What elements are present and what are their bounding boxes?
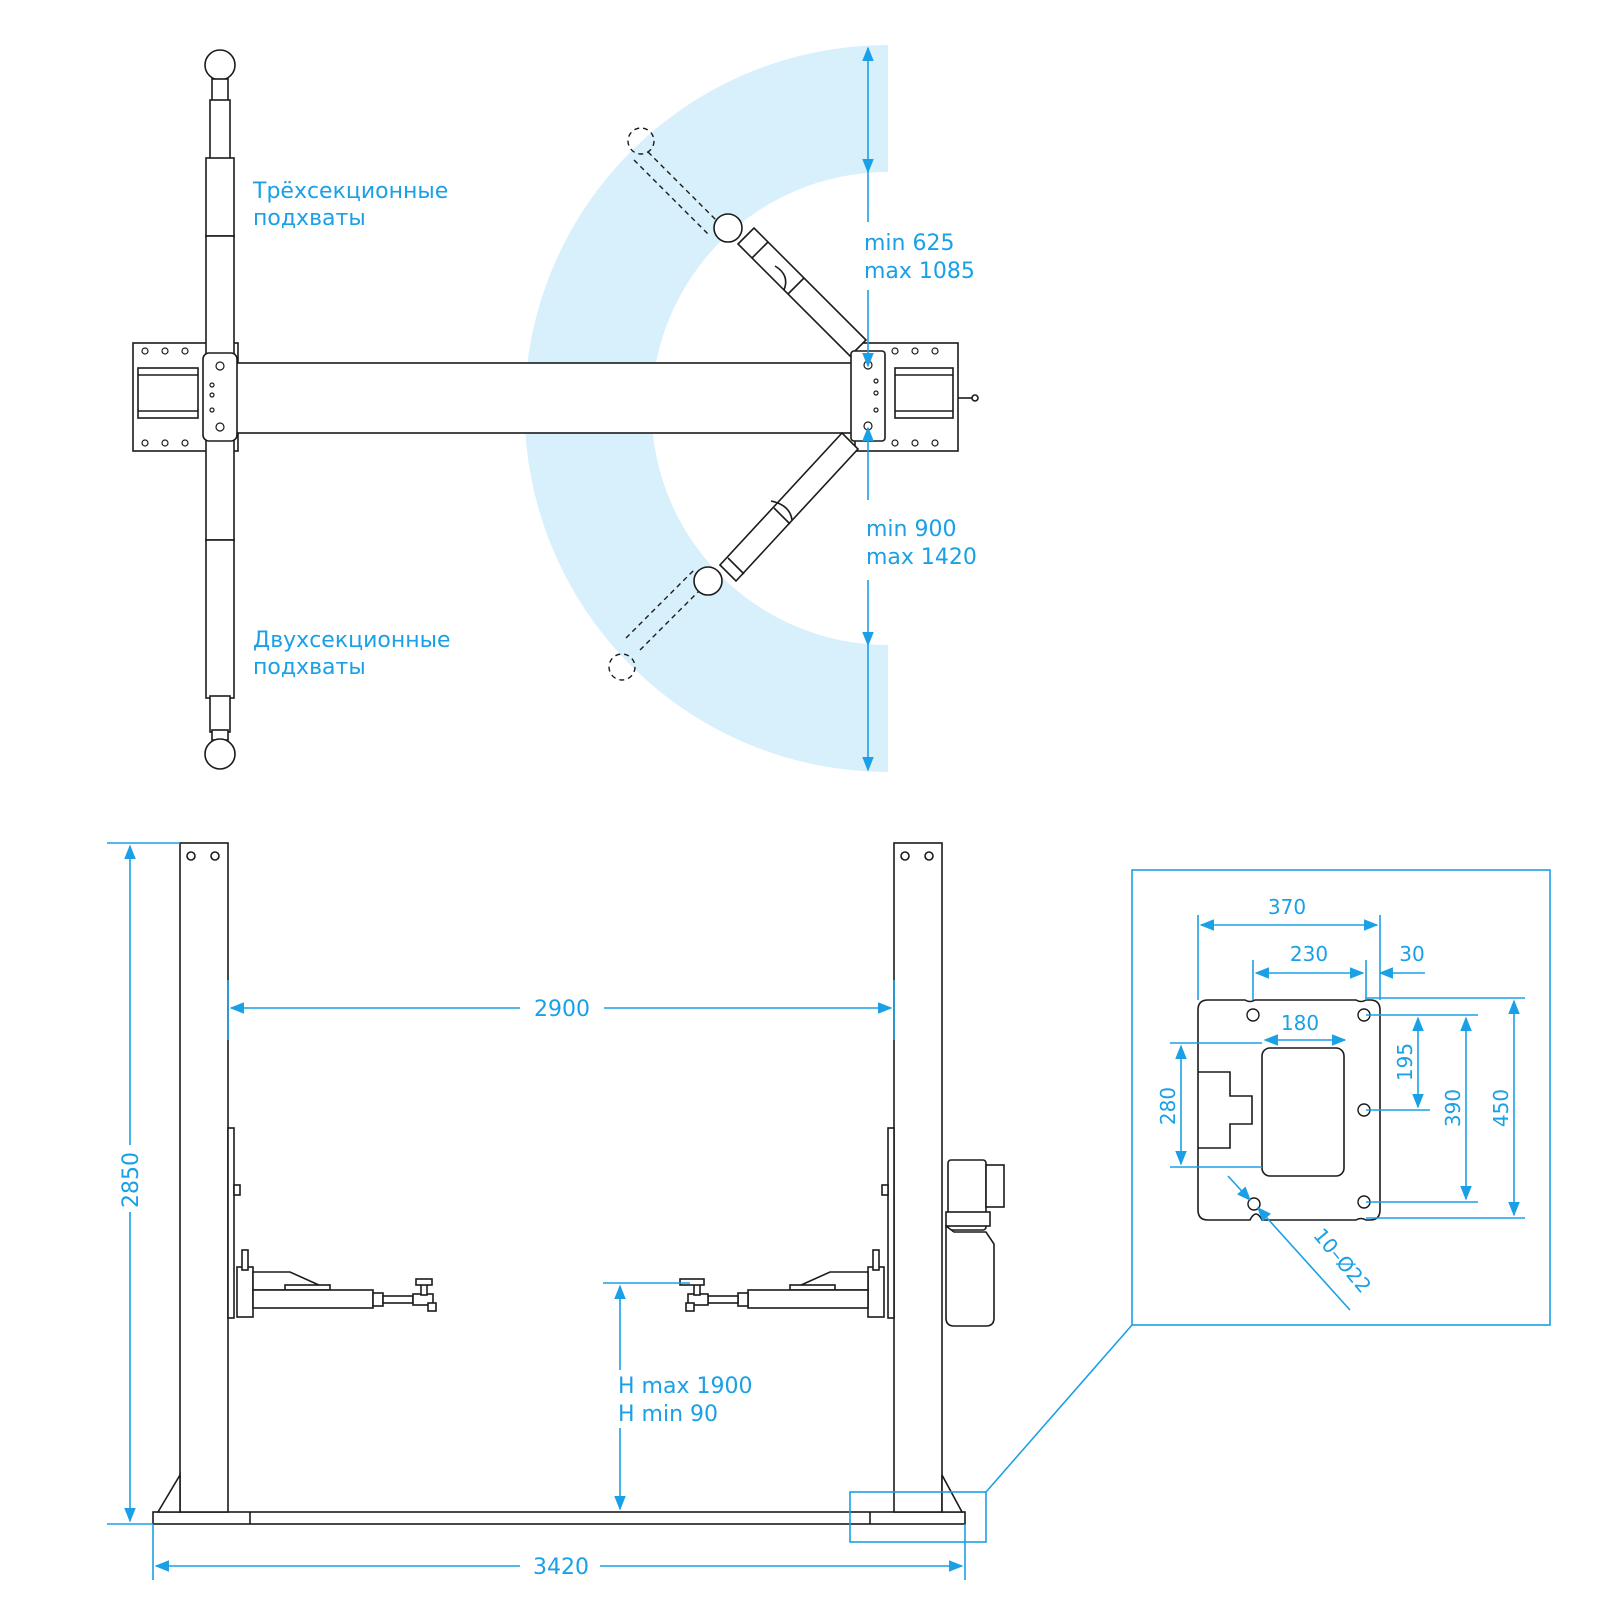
overall-width-label: 3420 <box>533 1555 589 1580</box>
three-section-arm <box>202 49 238 770</box>
arm-swing-area <box>524 45 888 772</box>
dim-30-label: 30 <box>1399 942 1424 966</box>
upper-arm-min-label: min 625 <box>864 231 954 256</box>
dim-280-label: 280 <box>1156 1087 1180 1125</box>
three-section-label-line2: подхваты <box>253 206 366 231</box>
top-view: Трёхсекционные подхваты Двухсекционные п… <box>132 45 979 772</box>
overall-height-label: 2850 <box>119 1152 144 1208</box>
two-section-label-line1: Двухсекционные <box>253 628 451 653</box>
lower-arm-max-label: max 1420 <box>866 545 977 570</box>
h-max-label: H max 1900 <box>618 1374 752 1399</box>
base-callout-frame <box>849 1491 987 1543</box>
front-dimensions <box>107 842 966 1580</box>
lower-swing-arm <box>608 431 860 681</box>
dim-230-label: 230 <box>1290 942 1328 966</box>
two-section-label-line2: подхваты <box>253 655 366 680</box>
mount-hole <box>1247 1197 1261 1211</box>
dim-195-label: 195 <box>1393 1043 1417 1081</box>
right-lift-arm <box>679 1249 885 1318</box>
detail-frame <box>1131 869 1551 1326</box>
lower-arm-min-label: min 900 <box>866 517 956 542</box>
dim-370-label: 370 <box>1268 895 1306 919</box>
upper-swing-arm <box>627 127 868 358</box>
holes-spec-label: 10–Ø22 <box>1309 1223 1377 1297</box>
three-section-label-line1: Трёхсекционные <box>252 179 448 204</box>
base-plate-detail: 370 230 30 180 195 280 390 450 10–Ø22 <box>1131 869 1551 1326</box>
left-column <box>156 842 241 1513</box>
inner-width-label: 2900 <box>534 997 590 1022</box>
left-lift-arm <box>236 1249 437 1318</box>
hydraulic-pump-unit <box>945 1159 1005 1327</box>
base-frame <box>152 1511 966 1525</box>
mount-hole <box>1246 1008 1260 1022</box>
h-min-label: H min 90 <box>618 1402 718 1427</box>
front-view: 2850 2900 3420 H max 1900 H min 90 <box>107 842 1133 1580</box>
top-beam <box>233 362 857 434</box>
upper-arm-max-label: max 1085 <box>864 259 975 284</box>
dim-180-label: 180 <box>1281 1011 1319 1035</box>
dim-450-label: 450 <box>1489 1089 1513 1127</box>
dim-390-label: 390 <box>1441 1089 1465 1127</box>
right-column <box>881 842 964 1513</box>
base-plate-outline <box>1197 999 1381 1221</box>
base-plate-dimensions <box>1170 915 1525 1311</box>
